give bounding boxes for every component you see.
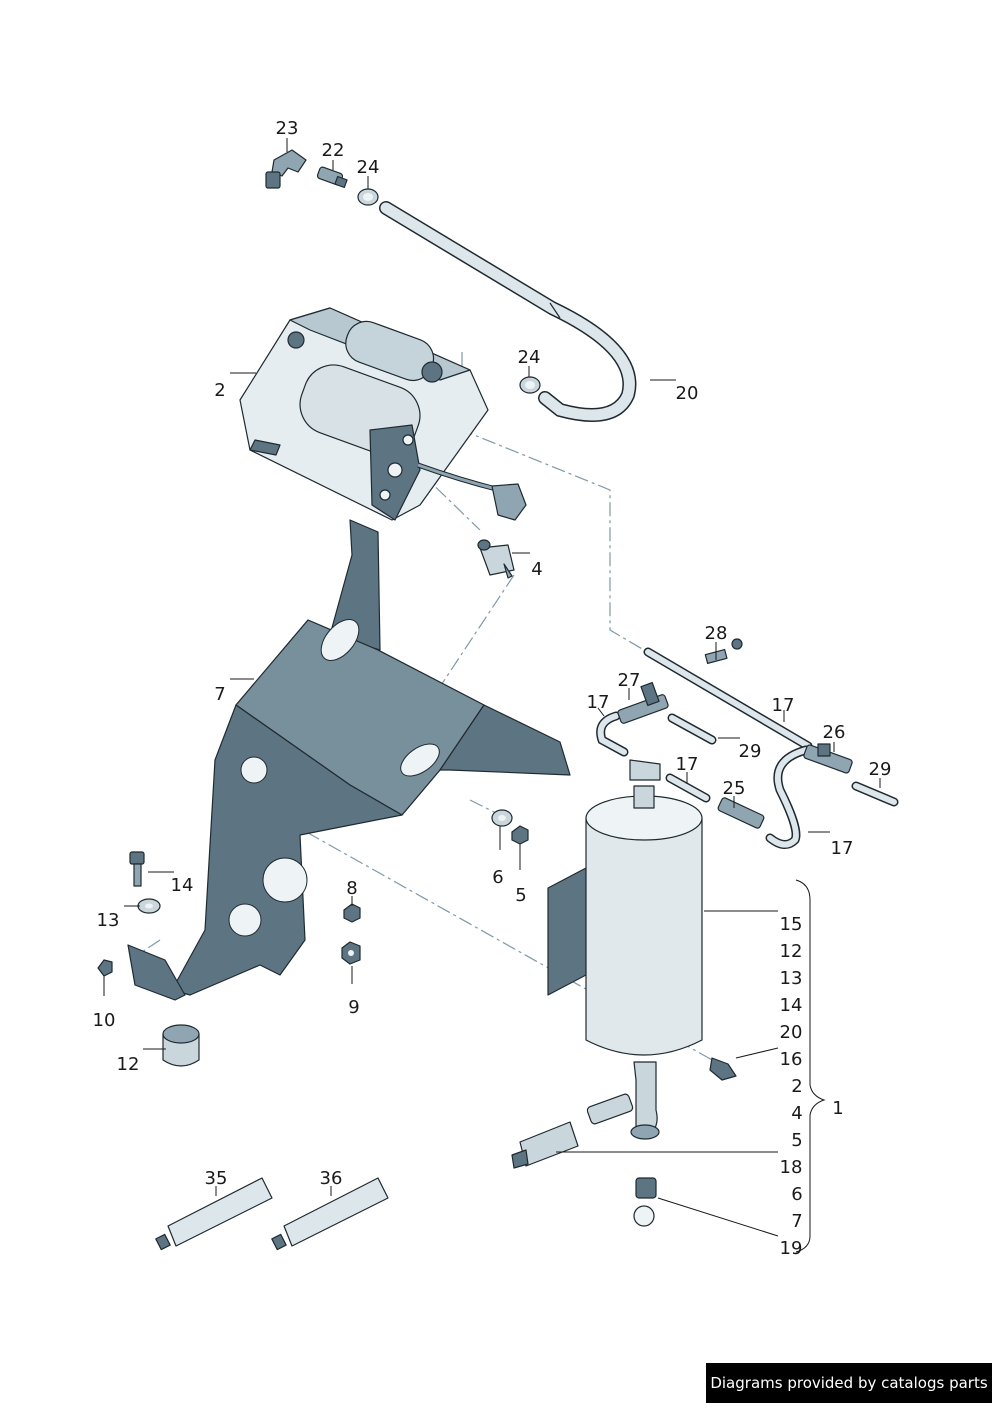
nut-10 [97, 959, 113, 977]
kit-brace [795, 879, 826, 1253]
kit-item: 2 [791, 1076, 802, 1097]
pipe-29-upper [667, 713, 717, 745]
pipe-17-bent-right [765, 745, 811, 849]
kit-item: 19 [780, 1238, 803, 1259]
callout-29: 29 [869, 759, 892, 780]
callout-17: 17 [587, 692, 610, 713]
callout-8: 8 [346, 878, 357, 899]
compressor-2 [239, 307, 489, 521]
callout-9: 9 [348, 997, 359, 1018]
callout-36: 36 [320, 1168, 343, 1189]
bracket-7 [127, 519, 571, 1001]
buffer-12 [162, 1024, 200, 1067]
tee-fitting-27 [617, 681, 669, 724]
callout-26: 26 [823, 722, 846, 743]
kit-item: 12 [780, 941, 803, 962]
bolt-16 [709, 1057, 737, 1081]
callout-17: 17 [831, 838, 854, 859]
pipe-17-long [643, 647, 813, 751]
kit-item: 14 [780, 995, 803, 1016]
nut-8 [343, 903, 361, 923]
kit-item: 20 [780, 1022, 803, 1043]
kit-number: 1 [832, 1098, 843, 1119]
callout-24: 24 [518, 347, 541, 368]
callout-23: 23 [276, 118, 299, 139]
grease-tube-36 [271, 1177, 389, 1251]
callout-5: 5 [515, 885, 526, 906]
pipe-17-middle [665, 773, 711, 803]
drain-plug-19 [633, 1177, 657, 1227]
reservoir-15 [547, 759, 703, 1140]
valve-18 [511, 1093, 634, 1169]
callout-2: 2 [214, 380, 225, 401]
kit-item: 5 [791, 1130, 802, 1151]
credit-banner: Diagrams provided by catalogs parts [706, 1363, 992, 1403]
elbow-fitting-23 [265, 149, 307, 189]
kit-item: 18 [780, 1157, 803, 1178]
nut-9 [341, 941, 361, 965]
callout-labels: 23 22 24 24 20 2 4 7 28 27 17 17 17 17 2… [93, 118, 892, 1189]
kit-list: 15 12 13 14 20 16 2 4 5 18 6 7 19 1 [780, 914, 844, 1259]
callout-20: 20 [676, 383, 699, 404]
callout-10: 10 [93, 1010, 116, 1031]
pipe-17-bent-left [596, 711, 629, 757]
kit-item: 7 [791, 1211, 802, 1232]
callout-12: 12 [117, 1054, 140, 1075]
kit-item: 16 [780, 1049, 803, 1070]
kit-item: 4 [791, 1103, 802, 1124]
callout-22: 22 [322, 140, 345, 161]
grease-tube-35 [155, 1177, 273, 1251]
kit-item: 15 [780, 914, 803, 935]
clamp-24-lower [519, 376, 541, 394]
hose-20 [379, 201, 637, 422]
tee-fitting-26 [803, 743, 853, 774]
clamp-24-upper [357, 188, 379, 206]
callout-6: 6 [492, 867, 503, 888]
callout-13: 13 [97, 910, 120, 931]
filter-4 [477, 539, 515, 579]
washer-13 [137, 898, 161, 914]
callout-29: 29 [739, 741, 762, 762]
connector-25 [717, 797, 765, 829]
kit-item: 13 [780, 968, 803, 989]
callout-28: 28 [705, 623, 728, 644]
compressor-cable [417, 462, 527, 521]
callout-14: 14 [171, 875, 194, 896]
kit-item: 6 [791, 1184, 802, 1205]
callout-7: 7 [214, 684, 225, 705]
pipe-29-right [851, 781, 899, 807]
callout-17: 17 [676, 754, 699, 775]
callout-17: 17 [772, 695, 795, 716]
connector-22 [316, 166, 348, 189]
callout-27: 27 [618, 670, 641, 691]
callout-24: 24 [357, 157, 380, 178]
nut-5 [511, 825, 529, 845]
washer-6 [491, 809, 513, 827]
callout-35: 35 [205, 1168, 228, 1189]
leader-lines [103, 138, 881, 1237]
callout-4: 4 [531, 559, 542, 580]
callout-25: 25 [723, 778, 746, 799]
bolt-14 [129, 851, 145, 887]
